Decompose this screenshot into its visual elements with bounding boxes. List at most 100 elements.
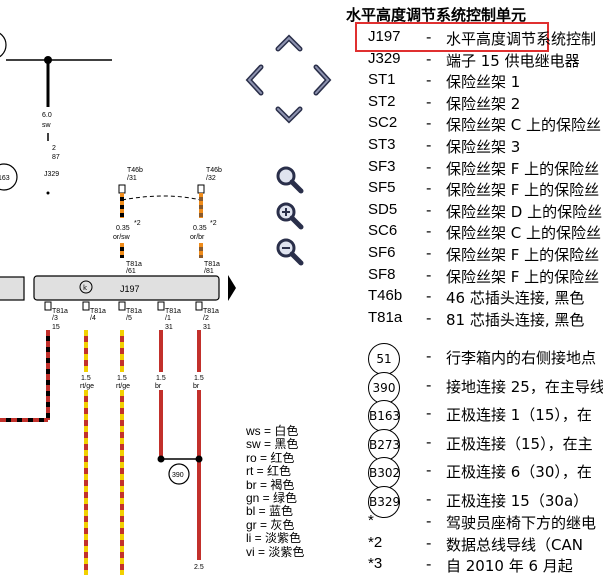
wire-color: rt/ge [80,383,94,390]
connector-t81a [44,301,52,311]
t46b-pin: /32 [206,175,216,182]
legend-circle-code: B273 [368,428,400,461]
color-key-item: gn = 绿色 [246,491,298,505]
wire-size: 1.5 [117,375,127,382]
legend-dash: - [426,432,432,451]
legend-code: *2 [368,533,383,551]
legend-code: ST3 [368,136,396,153]
wire-color: br [193,383,200,390]
t81a-label: T81a [52,308,68,315]
t81a-pin: /4 [90,315,96,322]
wire-color-label: sw [42,122,52,129]
color-key-item: br = 褐色 [246,477,295,492]
ecu-symbol-icon [79,280,93,294]
ground-point-circle [0,32,7,58]
legend-desc: 保险丝架 F 上的保险丝 [446,181,600,200]
t81a-label: T81a [126,308,142,315]
wire-size: 1.5 [194,375,204,382]
wire-size: 1.5 [81,375,91,382]
j197-label: J197 [120,284,140,294]
legend-dash: - [426,136,432,154]
legend-code: SF8 [368,265,396,283]
legend-desc: 数据总线导线（CAN [446,535,583,554]
legend-desc: 保险丝架 D 上的保险丝 [446,202,603,221]
zoom-out-icon[interactable] [274,236,304,266]
color-key-item: bl = 蓝色 [246,504,294,519]
legend-dash: - [426,375,432,394]
connector-t81a [195,301,203,311]
legend-dash: - [426,200,432,219]
wire-size: 0.35 [116,225,130,232]
legend-desc: 保险丝架 F 上的保险丝 [446,267,600,286]
legend-dash: - [426,244,432,262]
wire-color: br [155,383,162,390]
legend-desc: 保险丝架 F 上的保险丝 [446,246,600,264]
page-title: 水平高度调节系统控制单元 [346,6,527,24]
t81a-label: T81a [165,308,181,315]
highlight-box [355,22,549,52]
color-key-item: ws = 白色 [246,424,299,438]
circle-163 [0,163,18,191]
legend-desc: 端子 15 供电继电器 [446,51,580,70]
legend-code: ST1 [368,71,396,89]
legend-dash: - [426,308,432,327]
legend-desc: 正极连接 1（15），在 [446,406,592,424]
pin-number: 15 [52,324,60,331]
legend-desc: 46 芯插头连接, 黑色 [446,289,585,308]
legend-dash: - [426,347,432,365]
t81a-label: T81a [203,308,219,315]
legend-desc: 保险丝架 C 上的保险丝 [446,224,602,243]
legend-desc: 水平高度调节系统控制 [446,30,597,48]
can-bus-twist [121,195,202,201]
wire-color: or/br [190,234,205,241]
t81a-pin: /81 [204,268,214,275]
legend-desc: 正极连接 15（30a） [446,491,589,510]
legend-dash: - [426,555,432,573]
t81a-pin: /2 [203,315,209,322]
wire-size: 1.5 [156,375,166,382]
t81a-label: T81a [90,308,106,315]
color-key-item: rt = 红色 [246,464,292,479]
legend-dash: - [426,265,432,284]
legend-desc: 接地连接 25，在主导线 [446,377,603,396]
wire-size: 2.5 [194,564,204,571]
color-key-item: vi = 淡紫色 [246,544,305,559]
chevron-right-icon[interactable] [311,64,333,96]
legend-code: SC2 [368,114,398,132]
legend-dash: - [426,222,432,241]
legend-code: SF3 [368,157,396,175]
legend-desc: 保险丝架 C 上的保险丝 [446,116,602,135]
legend-circle-code: 390 [368,371,400,404]
t81a-pin: /61 [126,268,136,275]
legend-code: J197 [368,28,401,45]
legend-circle-code: B329 [368,485,400,518]
legend-dash: - [426,114,432,133]
pin-number: 31 [165,324,173,331]
zoom-in-icon[interactable] [274,200,304,230]
wire-size: 0.35 [193,225,207,232]
chevron-up-icon[interactable] [275,33,303,53]
j329-label: J329 [44,171,59,178]
legend-code: T46b [368,287,403,305]
color-key-item: ro = 红色 [246,450,295,465]
legend-dash: - [426,512,432,530]
legend-dash: - [426,49,432,68]
legend-code: * [368,512,374,529]
pin-label: 87 [52,154,60,161]
connector-t46b-32 [197,184,205,194]
continue-arrow-icon [228,275,236,301]
circle-390 [168,463,190,485]
legend-dash: - [426,461,432,479]
legend-desc: 正极连接（15），在主 [446,434,593,453]
legend-code: ST2 [368,92,396,110]
svg-text:k: k [83,284,88,292]
legend-code: SF5 [368,179,396,197]
legend-dash: - [426,92,432,111]
chevron-down-icon[interactable] [275,105,303,125]
legend-dash: - [426,404,432,422]
wiring-diagram: 6.0 sw 2 87 J329 163 T46b /31 T46b /32 0… [0,32,236,575]
legend-desc: 保险丝架 1 [446,73,521,92]
magnifier-icon[interactable] [274,164,304,194]
chevron-left-icon[interactable] [244,64,266,96]
